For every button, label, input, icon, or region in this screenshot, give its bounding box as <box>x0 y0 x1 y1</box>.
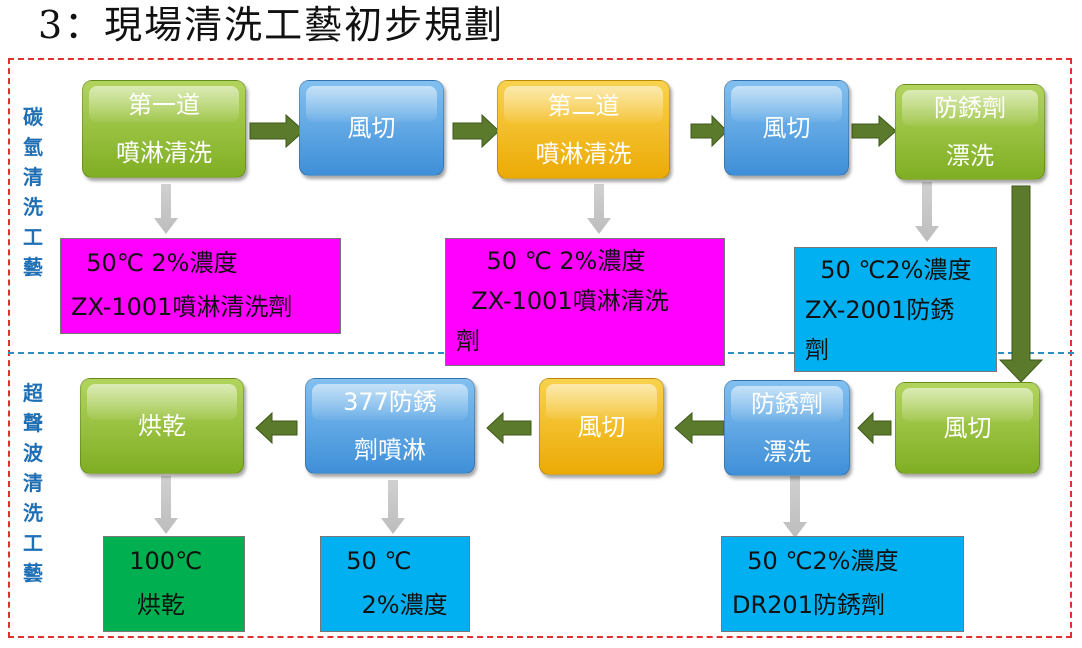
step-second-spray-wash: 第二道 噴淋清洗 <box>497 80 670 179</box>
arrow-gray-5 <box>381 480 405 534</box>
step-air-knife-4: 風切 <box>539 378 664 475</box>
note-first-spray: 50℃ 2%濃度 ZX-1001噴淋清洗劑 <box>60 238 341 334</box>
page-title: 3：現場清洗工藝初步規劃 <box>38 3 505 47</box>
step-air-knife-2: 風切 <box>724 80 849 176</box>
step-antirust-rinse-top: 防銹劑 漂洗 <box>895 84 1045 180</box>
arrow-right-1 <box>249 113 305 149</box>
arrow-gray-3 <box>915 182 939 242</box>
section-label-ultrasonic: 超聲波清洗工藝 <box>23 381 43 585</box>
arrow-left-4 <box>255 411 298 445</box>
arrow-gray-2 <box>587 184 611 234</box>
arrow-right-4 <box>851 114 897 148</box>
step-air-knife-3: 風切 <box>895 382 1040 474</box>
arrow-left-1 <box>857 411 892 445</box>
step-air-knife-1: 風切 <box>299 80 444 176</box>
note-antirust-bottom: 50 ℃2%濃度 DR201防銹劑 <box>721 536 964 632</box>
arrow-left-3 <box>486 411 532 445</box>
step-377-antirust-spray: 377防銹 劑噴淋 <box>305 378 475 474</box>
arrow-gray-1 <box>154 184 178 234</box>
note-drying: 100℃ 烘乾 <box>103 536 245 632</box>
section-label-hydrocarbon: 碳氫清洗工藝 <box>23 105 43 279</box>
arrow-right-2 <box>452 113 500 149</box>
arrow-right-3 <box>690 114 728 148</box>
step-antirust-rinse-bottom: 防銹劑 漂洗 <box>724 380 850 476</box>
step-first-spray-wash: 第一道 噴淋清洗 <box>82 80 246 178</box>
arrow-left-2 <box>674 411 725 445</box>
arrow-down-connector <box>998 185 1044 383</box>
step-drying: 烘乾 <box>80 378 244 474</box>
note-377-spray: 50 ℃ 2%濃度 <box>320 536 470 632</box>
process-frame <box>8 58 1072 638</box>
arrow-gray-4 <box>154 476 178 534</box>
note-antirust-top: 50 ℃2%濃度 ZX-2001防銹 劑 <box>794 247 997 372</box>
note-second-spray: 50 ℃ 2%濃度 ZX-1001噴淋清洗 劑 <box>445 238 725 366</box>
arrow-gray-6 <box>783 476 807 538</box>
